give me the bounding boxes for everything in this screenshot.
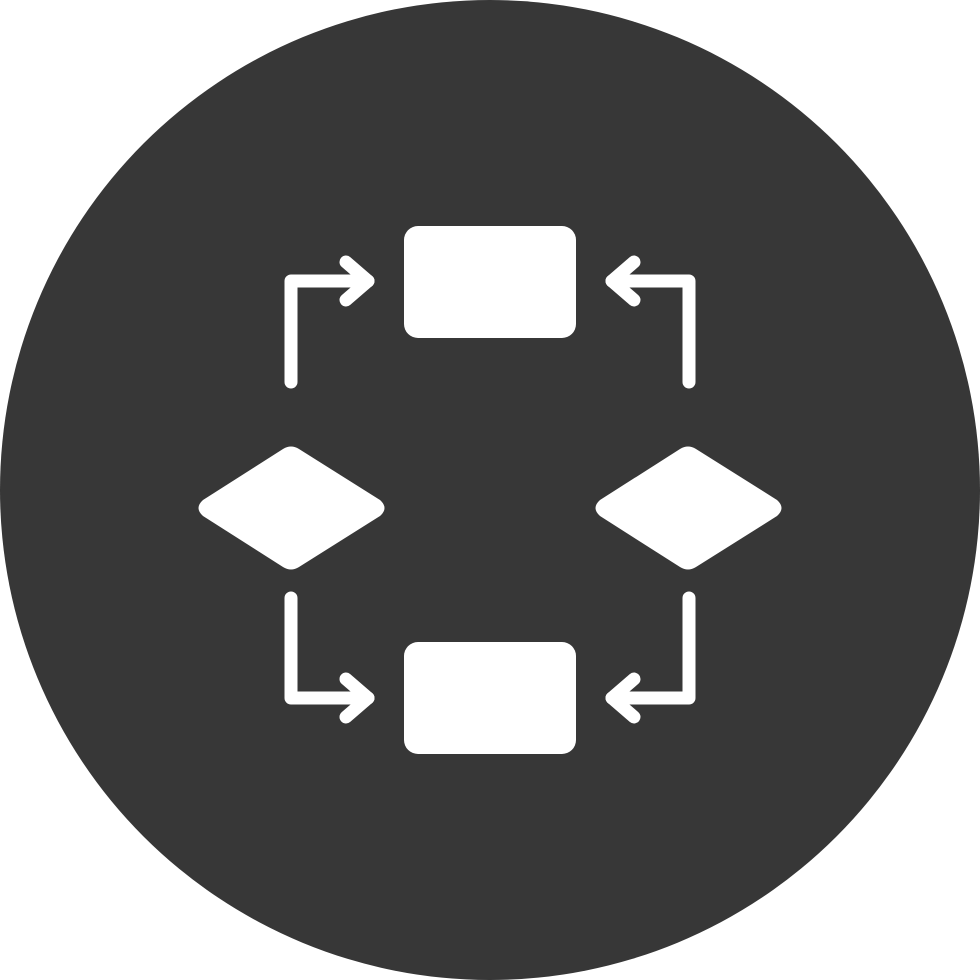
arrow-head-top-right bbox=[605, 255, 641, 307]
arrow-right-to-top bbox=[605, 274, 696, 389]
arrow-head-bottom-left bbox=[339, 672, 375, 724]
right-decision-diamond bbox=[595, 446, 782, 570]
left-decision-diamond bbox=[198, 446, 385, 570]
arrow-head-bottom-right bbox=[605, 672, 641, 724]
bottom-process-box bbox=[404, 642, 576, 754]
top-process-box bbox=[404, 226, 576, 338]
arrow-head-top-left bbox=[339, 255, 375, 307]
arrow-left-to-top bbox=[284, 274, 375, 389]
arrow-left-to-bottom bbox=[284, 591, 375, 705]
arrow-right-to-bottom bbox=[605, 591, 696, 705]
